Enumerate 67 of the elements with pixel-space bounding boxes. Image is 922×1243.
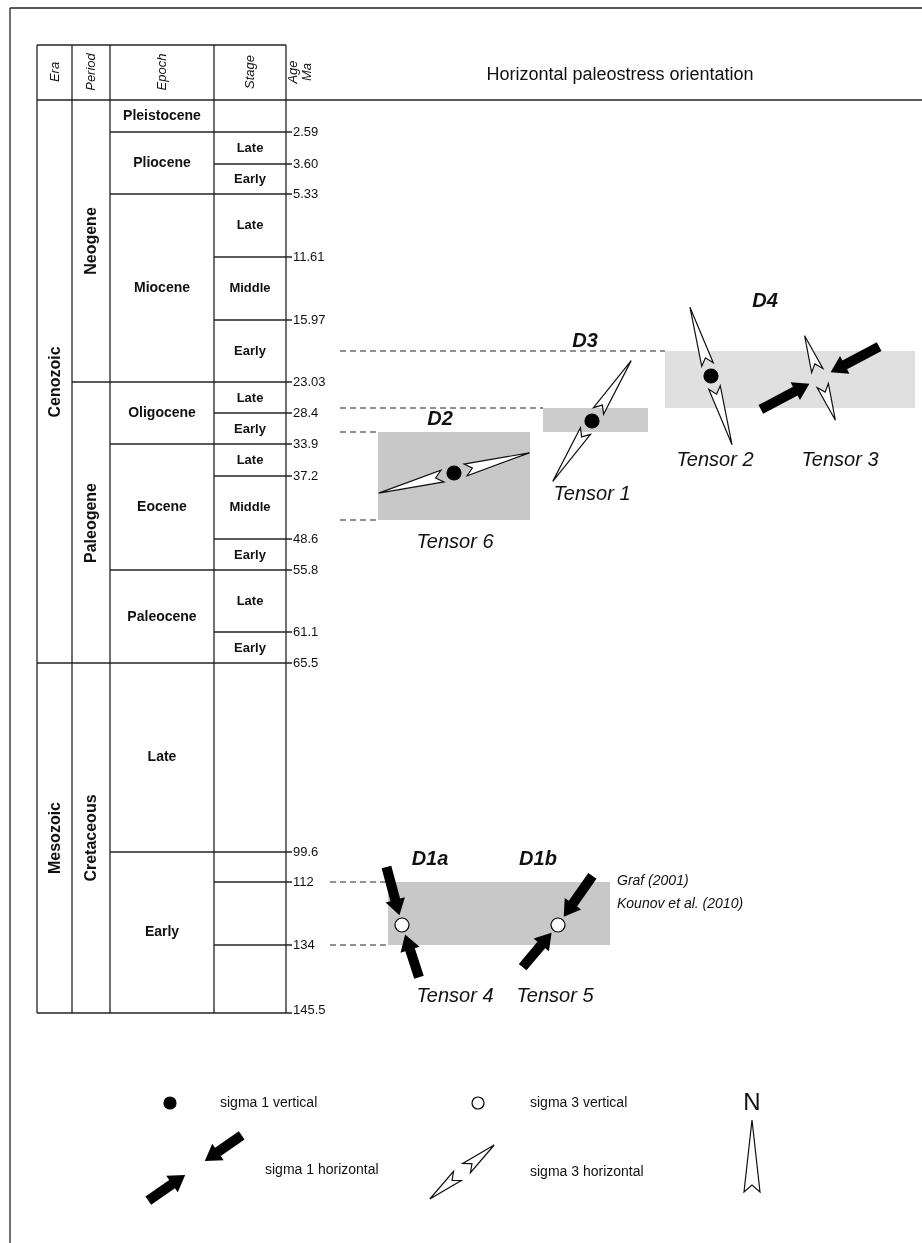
stage-name: Early (234, 171, 266, 187)
stage-name: Late (236, 217, 264, 233)
tensor-label: Tensor 2 (676, 448, 754, 470)
epoch-name: Pleistocene (123, 108, 201, 124)
epoch-name: Early (144, 924, 180, 940)
age-value: 61.1 (293, 624, 319, 640)
column-header: Era (47, 61, 63, 83)
stage-name: Early (234, 421, 266, 437)
north-label: N (743, 1088, 761, 1116)
deformation-phase-label: D2 (427, 407, 453, 429)
epoch-name: Late (147, 749, 177, 765)
age-value: 48.6 (293, 531, 319, 547)
column-header: Stage (242, 55, 258, 89)
tensor-label: Tensor 1 (553, 482, 631, 504)
age-value: 99.6 (293, 844, 319, 860)
epoch-name: Pliocene (133, 155, 191, 171)
deformation-phase-label: D1b (519, 847, 557, 869)
stage-name: Late (236, 140, 264, 156)
tensor-label: Tensor 5 (516, 984, 594, 1006)
legend-label: sigma 1 horizontal (265, 1162, 379, 1178)
age-value: 37.2 (293, 468, 319, 484)
legend-label: sigma 3 horizontal (530, 1164, 644, 1180)
age-value: 65.5 (293, 655, 319, 671)
age-value: 112 (293, 874, 314, 890)
epoch-name: Oligocene (128, 405, 196, 421)
deformation-phase-label: D4 (752, 289, 778, 311)
column-header: Age Ma (285, 59, 315, 86)
era-name: Mesozoic (46, 802, 64, 874)
period-name: Cretaceous (82, 794, 100, 882)
legend-label: sigma 3 vertical (530, 1095, 628, 1111)
stage-name: Late (236, 390, 264, 406)
chart-title: Horizontal paleostress orientation (486, 65, 754, 85)
deformation-phase-label: D1a (411, 847, 449, 869)
stage-name: Early (234, 547, 266, 563)
stage-name: Late (236, 452, 264, 468)
epoch-name: Paleocene (127, 609, 197, 625)
age-value: 3.60 (293, 156, 319, 172)
column-header: Period (83, 53, 99, 91)
age-value: 2.59 (293, 124, 319, 140)
age-value: 5.33 (293, 186, 319, 202)
age-value: 145.5 (293, 1002, 326, 1018)
column-header: Epoch (154, 53, 170, 91)
age-value: 15.97 (293, 312, 326, 328)
stage-name: Early (234, 343, 266, 359)
age-value: 33.9 (293, 436, 319, 452)
period-name: Neogene (82, 207, 100, 275)
deformation-phase-label: D3 (572, 329, 598, 351)
age-range-band (378, 432, 530, 520)
epoch-name: Miocene (134, 280, 190, 296)
age-value: 23.03 (293, 374, 326, 390)
age-value: 28.4 (293, 405, 319, 421)
era-name: Cenozoic (46, 346, 64, 418)
tensor-label: Tensor 4 (416, 984, 494, 1006)
period-name: Paleogene (82, 483, 100, 563)
tensor-label: Tensor 6 (416, 530, 494, 552)
stage-name: Late (236, 593, 264, 609)
tensor-label: Tensor 3 (801, 448, 879, 470)
epoch-name: Eocene (137, 499, 187, 515)
stage-name: Middle (229, 280, 271, 296)
stage-name: Middle (229, 499, 271, 515)
age-range-band (543, 408, 648, 432)
age-value: 134 (293, 937, 315, 953)
age-range-band (388, 882, 610, 945)
stage-name: Early (234, 640, 266, 656)
age-value: 11.61 (293, 249, 325, 265)
legend-label: sigma 1 vertical (220, 1095, 318, 1111)
age-value: 55.8 (293, 562, 319, 578)
